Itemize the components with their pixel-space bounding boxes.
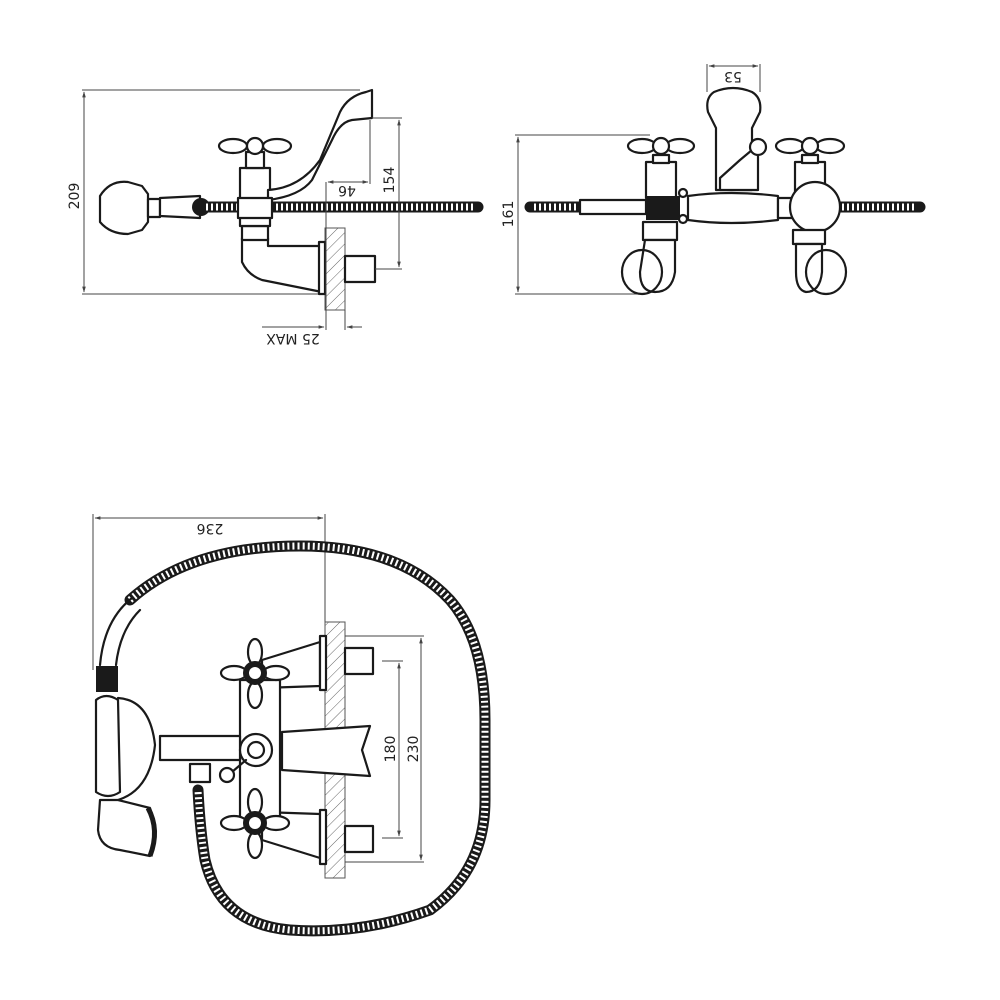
right-inlet-ring — [804, 248, 848, 296]
hose-ferrule-tail — [98, 596, 134, 667]
right-collar — [791, 228, 827, 246]
hose-sleeve — [578, 198, 648, 216]
dimension-25-max: 25 MAX — [262, 310, 362, 346]
dimension-53: 53 — [706, 64, 761, 92]
left-valve-upper — [644, 160, 678, 200]
elbow-body — [240, 236, 324, 294]
body-bar — [686, 191, 780, 225]
left-collar — [641, 220, 679, 242]
top-view: 236 230 180 — [92, 514, 491, 937]
cross-handle-right — [774, 136, 846, 156]
dim-label-230: 230 — [406, 736, 422, 763]
dim-label-53: 53 — [724, 68, 742, 84]
spout-top — [280, 724, 372, 778]
dim-label-161: 161 — [501, 201, 517, 228]
dim-label-236: 236 — [197, 520, 224, 536]
inlet-pipe-upper — [343, 646, 375, 676]
dimension-230: 230 — [345, 635, 424, 863]
hose-loop — [124, 540, 491, 937]
handset-handle — [94, 694, 122, 798]
dim-label-209: 209 — [67, 183, 83, 210]
wall-flange — [317, 240, 327, 296]
right-valve-hub — [788, 180, 842, 234]
handset-grip-collar — [96, 666, 118, 692]
dimension-46: 46 — [325, 120, 371, 330]
spout — [266, 88, 374, 202]
dimension-154: 154 — [372, 117, 402, 270]
side-view: 209 154 — [67, 88, 484, 346]
left-leg — [638, 238, 677, 294]
dimension-209: 209 — [67, 89, 360, 295]
left-inlet-ring — [620, 248, 664, 296]
right-leg — [794, 242, 824, 294]
cross-handle-side — [217, 136, 293, 156]
front-view: 161 53 — [501, 64, 926, 296]
dimension-161: 161 — [501, 134, 650, 295]
cross-handle-left — [626, 136, 696, 156]
diverter-knob-top — [218, 766, 236, 784]
handset-neck — [146, 197, 162, 219]
handset-cradle-top — [116, 696, 157, 802]
handset-arm — [158, 734, 242, 762]
cross-handle-top-lower — [219, 787, 291, 860]
cross-handle-top-upper — [219, 637, 291, 710]
handset-head-top — [96, 798, 156, 858]
diverter-knob — [748, 137, 768, 157]
dim-label-154: 154 — [382, 167, 398, 194]
handset-head — [98, 180, 150, 236]
dimension-236: 236 — [92, 514, 326, 670]
lower-collar — [240, 224, 270, 242]
inlet-pipe — [343, 254, 377, 284]
dim-label-46: 46 — [338, 182, 356, 198]
dim-label-180: 180 — [383, 736, 399, 763]
left-valve-knurl — [646, 196, 680, 220]
valve-crossbar — [236, 196, 274, 220]
wall-section — [324, 227, 346, 311]
dim-label-25-max: 25 MAX — [266, 330, 320, 346]
hose-nut — [188, 762, 212, 784]
handset-cradle — [158, 194, 202, 220]
inlet-pipe-lower — [343, 824, 375, 854]
dimension-180: 180 — [382, 660, 403, 839]
